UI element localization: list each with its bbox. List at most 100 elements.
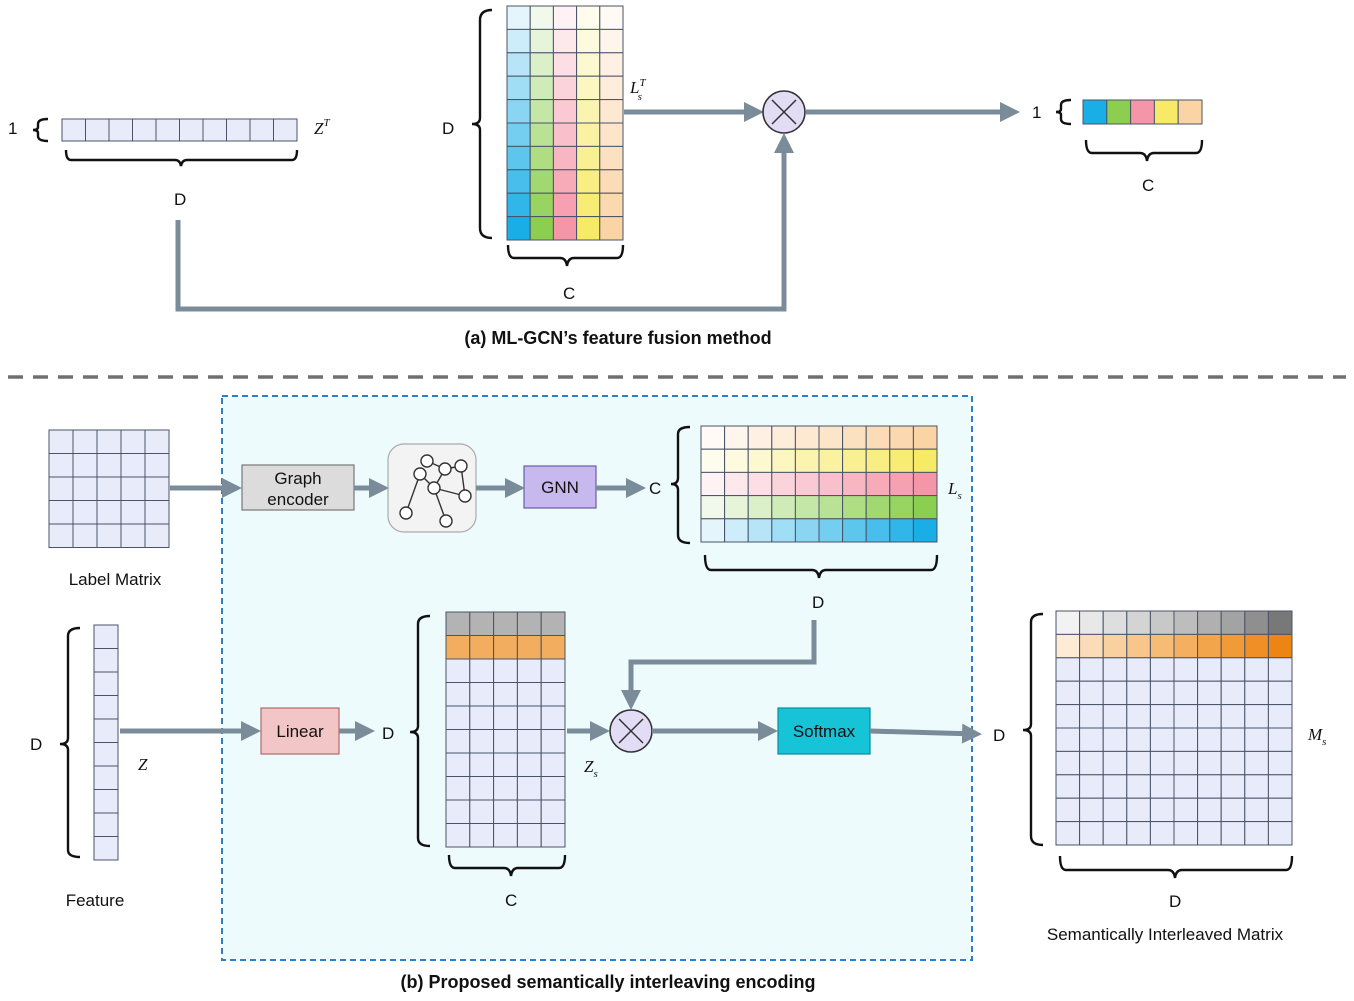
ms-cell bbox=[1055, 610, 1081, 635]
lst-cell bbox=[506, 192, 531, 218]
lst-cell bbox=[529, 192, 554, 218]
zs-cell bbox=[516, 658, 542, 683]
ms-cell bbox=[1197, 704, 1222, 729]
ls-cell bbox=[794, 471, 820, 497]
ms-cell bbox=[1173, 727, 1199, 752]
lst-cell bbox=[529, 75, 554, 101]
zs-cell bbox=[516, 823, 542, 848]
ms-cell bbox=[1149, 704, 1175, 729]
label-matrix-cell bbox=[72, 500, 98, 525]
feature-cell bbox=[93, 812, 119, 837]
ls-rows-label: C bbox=[649, 479, 661, 498]
zs-cell bbox=[469, 776, 495, 801]
ms-cell bbox=[1055, 727, 1081, 752]
zt-cell bbox=[249, 118, 274, 142]
zs-cell bbox=[493, 823, 518, 848]
zt-label: ZT bbox=[314, 117, 330, 138]
zs-cell bbox=[469, 752, 495, 777]
ls-cell bbox=[889, 425, 914, 450]
output-cell bbox=[1130, 99, 1155, 125]
ms-cell bbox=[1079, 610, 1104, 635]
ms-cell bbox=[1244, 610, 1269, 635]
ls-cell bbox=[747, 425, 773, 450]
lst-rows-label: D bbox=[442, 119, 454, 138]
label-matrix-cell bbox=[120, 523, 146, 548]
lst-cell bbox=[506, 75, 531, 101]
gnn-label: GNN bbox=[541, 478, 579, 497]
feature-cell bbox=[93, 742, 119, 767]
ms-cell bbox=[1102, 727, 1128, 752]
label-matrix-cell bbox=[96, 476, 122, 501]
ls-cell bbox=[724, 495, 749, 520]
ms-cell bbox=[1102, 821, 1128, 846]
zs-cell bbox=[516, 705, 542, 730]
zs-cell bbox=[516, 776, 542, 801]
ms-cell bbox=[1126, 821, 1151, 846]
label-matrix bbox=[48, 429, 170, 548]
label-matrix-cell bbox=[96, 429, 122, 454]
feature-cell bbox=[93, 695, 119, 720]
label-matrix-cell bbox=[48, 429, 74, 454]
zs-cell bbox=[445, 729, 471, 754]
output-cell bbox=[1177, 99, 1203, 125]
ls-cell bbox=[818, 471, 844, 497]
ms-cell bbox=[1220, 704, 1246, 729]
zs-cell bbox=[516, 799, 542, 824]
lst-rows-brace bbox=[471, 8, 493, 240]
ms-cell bbox=[1079, 821, 1104, 846]
ms-cell bbox=[1197, 633, 1222, 659]
ls-cell bbox=[865, 495, 891, 520]
lst-cell bbox=[552, 145, 578, 171]
ls-cell bbox=[771, 448, 796, 473]
zs-rows-brace bbox=[409, 614, 431, 848]
ms-cell bbox=[1220, 657, 1246, 682]
ms-cell bbox=[1055, 774, 1081, 799]
ls-matrix bbox=[700, 425, 938, 543]
lst-cell bbox=[529, 28, 554, 54]
lst-cell bbox=[506, 122, 531, 147]
zs-label: Zs bbox=[584, 757, 598, 780]
zs-cell bbox=[493, 705, 518, 730]
ms-cell bbox=[1055, 821, 1081, 846]
ls-cell bbox=[747, 495, 773, 520]
caption-a: (a) ML-GCN’s feature fusion method bbox=[464, 328, 771, 348]
zs-cell bbox=[540, 658, 566, 683]
ms-cell bbox=[1220, 680, 1246, 706]
feature-vector bbox=[93, 624, 119, 861]
zs-cell bbox=[445, 823, 471, 848]
ms-cell bbox=[1149, 680, 1175, 706]
ms-cell bbox=[1149, 633, 1175, 659]
ms-cell bbox=[1267, 797, 1293, 823]
feature-title: Feature bbox=[66, 891, 125, 910]
linear-block bbox=[260, 707, 340, 755]
label-matrix-cell bbox=[48, 500, 74, 525]
ls-cell bbox=[818, 425, 844, 450]
label-matrix-cell bbox=[144, 500, 170, 525]
ms-cell bbox=[1079, 774, 1104, 799]
ms-label: Ms bbox=[1307, 725, 1326, 748]
ls-cell bbox=[912, 518, 938, 543]
label-matrix-cell bbox=[120, 500, 146, 525]
ms-cell bbox=[1267, 750, 1293, 776]
zt-cell bbox=[132, 118, 157, 142]
lst-cell bbox=[552, 99, 578, 124]
ms-cell bbox=[1244, 750, 1269, 776]
ms-cell bbox=[1102, 774, 1128, 799]
lst-cell bbox=[506, 216, 531, 241]
ms-cell bbox=[1079, 750, 1104, 776]
zt-rows-brace bbox=[32, 117, 49, 143]
ms-cell bbox=[1197, 680, 1222, 706]
zt-cell bbox=[85, 118, 110, 142]
ms-cell bbox=[1244, 680, 1269, 706]
zs-cell bbox=[540, 752, 566, 777]
zs-cell bbox=[445, 682, 471, 707]
lst-cell bbox=[552, 122, 578, 147]
ls-cell bbox=[771, 495, 796, 520]
zs-cell bbox=[540, 705, 566, 730]
zs-cell bbox=[445, 635, 471, 660]
zs-cols-brace bbox=[447, 854, 567, 877]
label-matrix-cell bbox=[48, 523, 74, 548]
